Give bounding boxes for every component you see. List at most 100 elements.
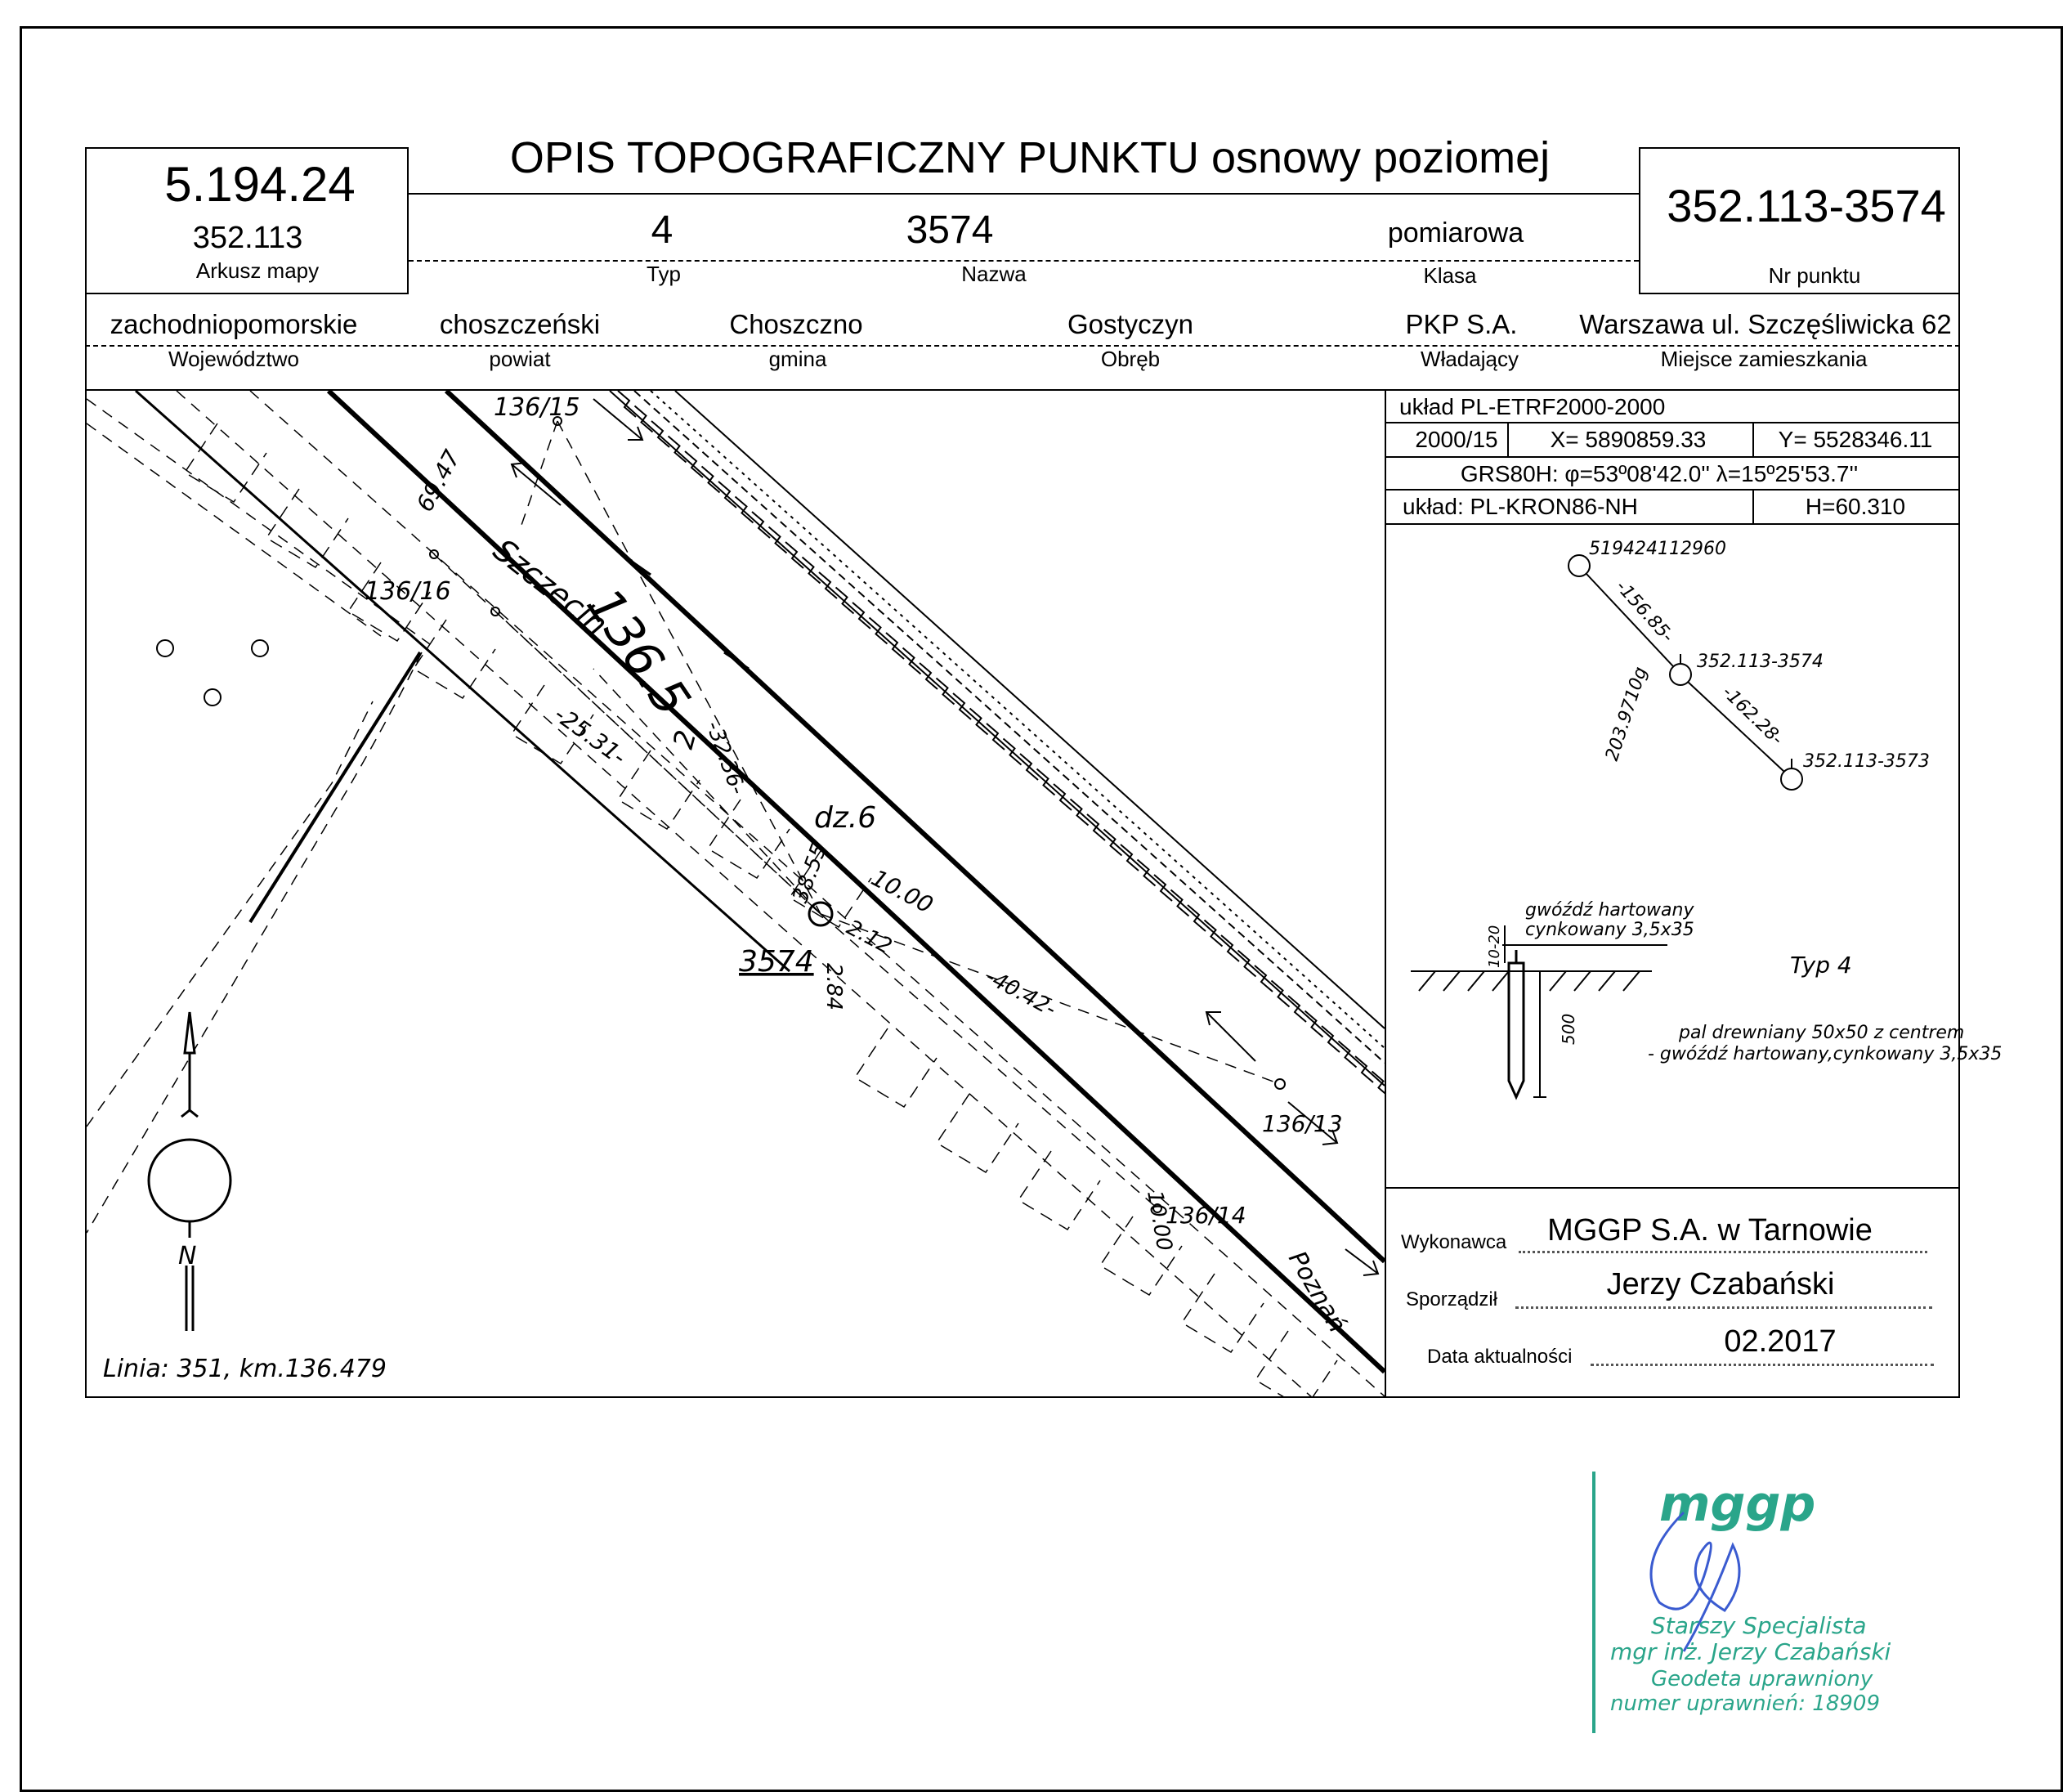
gmina-label: gmina xyxy=(768,347,827,371)
pavement-tick xyxy=(885,632,905,660)
building-outline xyxy=(616,750,700,831)
pavement-tick xyxy=(785,541,804,569)
coord-rule-3 xyxy=(1385,489,1960,491)
pavement-tick xyxy=(1337,1040,1358,1068)
pavement-tick xyxy=(1354,1055,1374,1083)
sporzadzil-label: Sporządził xyxy=(1406,1288,1498,1310)
map-label: 2.12 xyxy=(843,916,896,960)
side-fence xyxy=(248,651,422,924)
stamp-logo: mggp xyxy=(1659,1476,1815,1533)
pavement-tick xyxy=(617,391,637,418)
pavement-tick xyxy=(969,707,989,736)
map-label: 136/16 xyxy=(365,577,451,606)
header-rule xyxy=(409,193,1639,195)
coord-col-1 xyxy=(1507,422,1509,456)
point-number-value: 352.113-3574 xyxy=(1667,180,1946,231)
point-sketch: 519424112960 352.113-3574 352.113-3573 -… xyxy=(1411,539,2002,1100)
frame-rule xyxy=(85,389,1960,391)
pavement-tick xyxy=(1153,874,1173,902)
pavement-tick xyxy=(667,435,687,464)
signature-scribble xyxy=(1649,1511,1741,1652)
building-outline xyxy=(1017,1150,1101,1231)
north-arrow xyxy=(147,1011,232,1331)
pavement-tick xyxy=(868,616,888,645)
data-dots xyxy=(1591,1364,1934,1366)
signature-rule xyxy=(1385,1187,1960,1189)
map-label: -25.31- xyxy=(549,701,632,771)
point-number-label: Nr punktu xyxy=(1768,263,1861,288)
page-border xyxy=(20,26,2063,1792)
klasa-label: Klasa xyxy=(1423,263,1477,288)
building-outline xyxy=(265,488,349,569)
wojewodztwo-label: Województwo xyxy=(168,347,299,371)
main-frame xyxy=(85,147,1960,1398)
pavement-tick xyxy=(835,586,855,615)
pavement-tick xyxy=(1053,783,1072,811)
pavement-tick xyxy=(1254,965,1273,992)
sketch-p2: 352.113-3574 xyxy=(1697,652,1824,672)
typ-value: 4 xyxy=(651,208,673,252)
building-outlines xyxy=(183,423,1338,1396)
pavement-tick xyxy=(935,677,955,706)
map-label: 69.47 xyxy=(411,446,466,516)
pavement-tick xyxy=(1321,1025,1340,1053)
wojewodztwo-value: zachodniopomorskie xyxy=(110,309,358,339)
pavement-tick xyxy=(1170,889,1190,917)
pavement-tick xyxy=(700,465,721,494)
document-title: OPIS TOPOGRAFICZNY PUNKTU osnowy poziome… xyxy=(509,133,1551,182)
building-outline xyxy=(1180,1273,1264,1354)
point-3574-map-marker xyxy=(808,901,834,927)
map-label: 136/14 xyxy=(1166,1202,1246,1229)
pavement-tick xyxy=(1187,904,1206,932)
pavement-tick xyxy=(1287,995,1307,1023)
building-outline xyxy=(935,1093,1019,1174)
pavement-tick xyxy=(1220,934,1240,962)
stamp-line-2: mgr inż. Jerzy Czabański xyxy=(1610,1638,1891,1665)
klasa-value: pomiarowa xyxy=(1387,217,1524,249)
pavement-tick xyxy=(767,526,788,554)
official-stamp: mggp Starszy Specjalista mgr inż. Jerzy … xyxy=(1592,1472,1891,1733)
pavement-tick xyxy=(1371,1070,1385,1095)
platform-edge-dash xyxy=(633,391,1385,1064)
miejsce-label: Miejsce zamieszkania xyxy=(1660,347,1868,371)
coord-rule-4 xyxy=(1385,523,1960,525)
tree-1 xyxy=(156,639,174,657)
sporzadzil-dots xyxy=(1515,1306,1932,1309)
building-outline xyxy=(347,562,431,643)
wykonawca-value: MGGP S.A. w Tarnowie xyxy=(1547,1213,1873,1248)
pavement-tick xyxy=(1002,737,1023,766)
obreb-value: Gostyczyn xyxy=(1067,309,1194,339)
tree-3 xyxy=(204,688,222,706)
miejsce-value: Warszawa ul. Szczęśliwicka 62 xyxy=(1579,309,1952,339)
pavement-pattern xyxy=(617,391,1385,1095)
sketch-nail-2: cynkowany 3,5x35 xyxy=(1525,920,1694,940)
coord-rule-1 xyxy=(1385,422,1960,423)
stamp-line-3: Geodeta uprawniony xyxy=(1651,1667,1873,1691)
building-outline xyxy=(853,1028,938,1109)
nazwa-value: 3574 xyxy=(906,208,994,252)
situation-map: 136/15136/1669.47Szczecin136.5-25.31--32… xyxy=(87,391,1385,1396)
data-label: Data aktualności xyxy=(1427,1346,1573,1368)
pavement-tick xyxy=(952,692,972,720)
coord-system: układ PL-ETRF2000-2000 xyxy=(1399,394,1666,419)
map-label: 136/15 xyxy=(494,393,580,422)
nazwa-label: Nazwa xyxy=(961,262,1027,286)
sketch-typ: Typ 4 xyxy=(1790,952,1852,979)
map-label: 136/13 xyxy=(1262,1110,1343,1137)
sketch-dim-depth: 500 xyxy=(1559,1014,1578,1045)
building-outline xyxy=(788,848,872,929)
wykonawca-label: Wykonawca xyxy=(1401,1231,1507,1253)
sketch-pal-2: - gwóźdź hartowany,cynkowany 3,5x35 xyxy=(1648,1044,2002,1064)
wykonawca-dots xyxy=(1519,1251,1927,1253)
sketch-nail-1: gwóźdź hartowany xyxy=(1525,900,1694,921)
sheet-number-small: 352.113 xyxy=(192,221,303,255)
coord-col-3 xyxy=(1752,489,1754,523)
admin-dash xyxy=(85,345,1960,347)
tree-2 xyxy=(251,639,269,657)
sheet-label: Arkusz mapy xyxy=(195,258,320,283)
map-label: 10.00 xyxy=(867,864,938,919)
obreb-label: Obręb xyxy=(1100,347,1161,371)
building-outline xyxy=(510,684,594,765)
building-outline xyxy=(412,619,496,700)
coord-rule-2 xyxy=(1385,456,1960,458)
